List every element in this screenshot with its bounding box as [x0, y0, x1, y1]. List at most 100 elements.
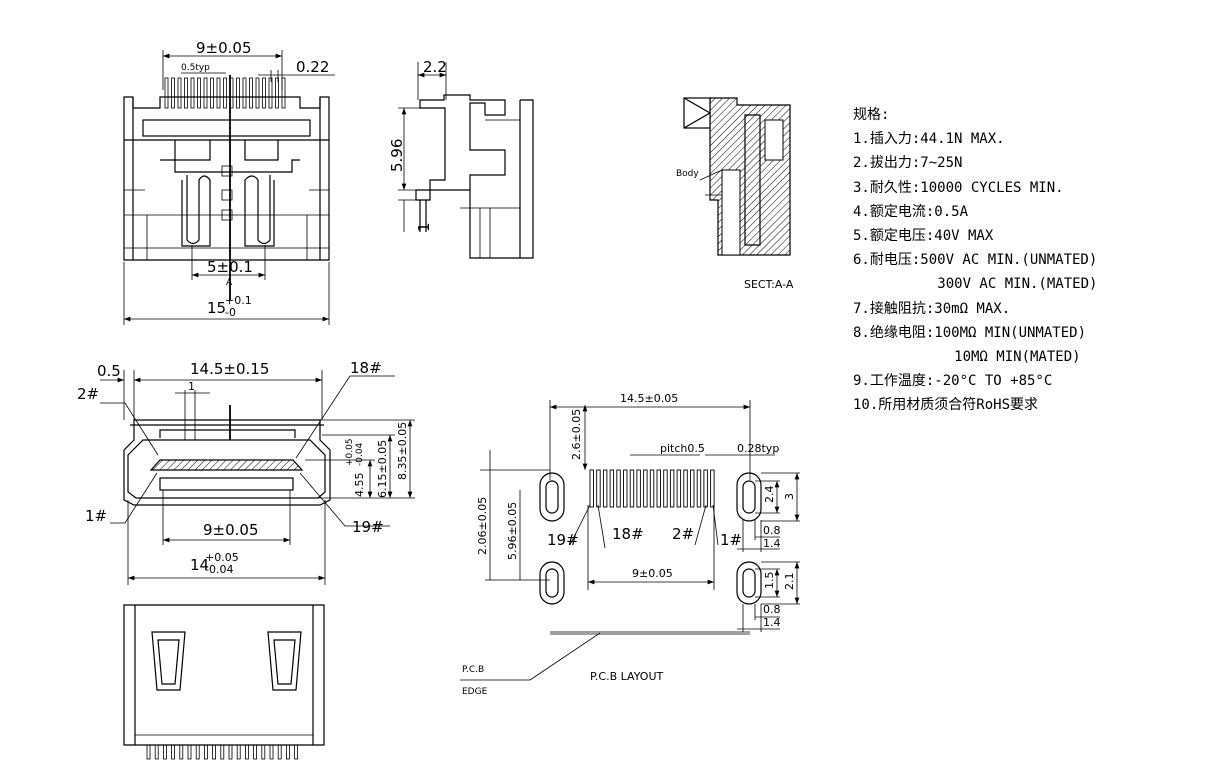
pcb-pad-row — [589, 469, 715, 508]
pcb-pad — [636, 469, 641, 508]
top-pin — [171, 77, 175, 109]
dim-top-lead-width: 0.22 — [296, 58, 329, 76]
pcb-caption: P.C.B LAYOUT — [590, 670, 664, 683]
bottom-pin — [236, 744, 241, 760]
pcb-pad — [676, 469, 682, 508]
pcb-layout: 14.5±0.05 pitch0.5 0.28typ 2.6±0.05 2.06… — [460, 392, 800, 697]
front-pin-18: 18# — [350, 359, 382, 377]
bottom-pin-row — [146, 744, 299, 760]
pcb-dim-24: 2.4 — [763, 486, 776, 504]
bottom-pin — [179, 744, 184, 760]
top-view: 9±0.05 0.5typ 0.22 — [123, 39, 335, 325]
dim-front-pin-span: 9±0.05 — [203, 521, 259, 539]
dim-front-base-tol-plus: +0.05 — [205, 551, 239, 564]
front-pin-19: 19# — [352, 518, 384, 536]
pcb-edge-top: P.C.B — [462, 665, 484, 675]
spec-line: 300V AC MIN.(MATED) — [853, 276, 1098, 293]
spec-line: 2.拔出力:7~25N — [853, 155, 963, 172]
dim-top-boss-span: 5±0.1 — [207, 258, 253, 276]
front-pin-2: 2# — [77, 385, 99, 403]
pcb-pad — [683, 469, 688, 508]
top-pin — [177, 77, 182, 109]
pcb-pad — [703, 469, 708, 508]
specification-list: 规格: 1.插入力:44.1N MAX. 2.拔出力:7~25N 3.耐久性:1… — [853, 103, 1097, 418]
dim-side-height: 5.96 — [388, 139, 406, 172]
pcb-pad — [690, 469, 695, 508]
pcb-dim-pitch: pitch0.5 — [660, 442, 705, 455]
dim-front-h1-tol-minus: -0.04 — [355, 442, 365, 466]
dim-front-h2: 6.15±0.05 — [376, 440, 389, 498]
dim-side-lead: 1 — [415, 222, 433, 232]
top-pin — [203, 77, 208, 109]
pcb-pin-2: 2# — [672, 525, 694, 543]
dim-top-pitch-span: 9±0.05 — [196, 39, 252, 57]
dim-front-opening: 14.5±0.15 — [190, 360, 269, 378]
top-pin — [190, 77, 195, 109]
spec-line: 3.耐久性:10000 CYCLES MIN. — [853, 179, 1064, 196]
pcb-dim-21: 2.1 — [783, 573, 796, 591]
spec-line: 4.额定电流:0.5A — [853, 203, 969, 220]
bottom-view — [123, 604, 325, 760]
pcb-dim-3: 3 — [783, 493, 796, 500]
top-pin — [236, 77, 240, 109]
spec-line: 9.工作温度:-20°C TO +85°C — [853, 373, 1053, 390]
pcb-pad — [623, 469, 628, 508]
front-view: 0.5 14.5±0.15 1 2# 18# 1# 19# 9±0.05 — [77, 359, 415, 585]
pcb-dim-15: 1.5 — [763, 572, 776, 590]
bottom-pin — [154, 744, 159, 760]
spec-line: 7.接触阻抗:30mΩ MAX. — [853, 300, 1011, 317]
top-pin — [210, 77, 214, 109]
top-pin — [268, 77, 273, 109]
dim-top-half-pitch: 0.5typ — [181, 63, 210, 73]
top-pin — [184, 77, 188, 109]
pcb-pad — [669, 469, 675, 508]
top-pin — [242, 77, 247, 109]
bottom-pin — [171, 744, 176, 760]
bottom-pin — [277, 744, 282, 760]
bottom-pin — [261, 744, 266, 760]
pcb-pad — [616, 469, 621, 508]
top-pin — [249, 77, 253, 109]
pcb-dim-top-gap: 2.6±0.05 — [570, 409, 583, 460]
bottom-pin — [294, 744, 299, 760]
top-pin-comb — [164, 77, 286, 109]
dim-side-top: 2.2 — [423, 58, 447, 76]
bottom-pin — [212, 744, 217, 760]
dim-front-h1-tol-plus: +0.05 — [345, 438, 355, 466]
spec-line: 6.耐电压:500V AC MIN.(UNMATED) — [853, 252, 1098, 269]
spec-line: 8.绝缘电阻:100MΩ MIN(UNMATED) — [853, 324, 1087, 341]
pcb-dim-08a: 0.8 — [763, 524, 781, 537]
pcb-pin-18: 18# — [612, 525, 644, 543]
pcb-pad — [649, 469, 655, 508]
bottom-pin — [244, 744, 249, 760]
bottom-pin — [146, 744, 151, 760]
spec-line: 10.所用材质须合符RoHS要求 — [853, 397, 1039, 414]
top-pin — [216, 77, 221, 109]
dim-top-width-tol-plus: +0.1 — [225, 294, 252, 307]
bottom-pin — [228, 744, 233, 760]
bottom-pin — [220, 744, 225, 760]
bottom-pin — [162, 744, 167, 760]
pcb-pad — [643, 469, 648, 508]
pcb-dim-pad-w: 0.28typ — [737, 442, 779, 455]
spec-title: 规格: — [853, 107, 890, 123]
bottom-pin — [203, 744, 208, 760]
pcb-dim-14a: 1.4 — [763, 537, 781, 550]
dim-front-base-width: 14 — [190, 556, 209, 574]
section-label-body: Body — [676, 169, 699, 179]
bottom-pin — [253, 744, 258, 760]
pcb-pad — [609, 469, 615, 508]
dim-front-base-tol-minus: -0.04 — [205, 563, 233, 576]
top-pin — [275, 77, 279, 109]
dim-top-width-tol-minus: -0 — [225, 306, 236, 319]
section-mark: A — [226, 278, 233, 288]
dim-top-width: 15 — [207, 299, 226, 317]
section-caption: SECT:A-A — [744, 278, 794, 291]
pcb-edge-bottom: EDGE — [462, 687, 488, 697]
pcb-dim-596: 5.96±0.05 — [506, 502, 519, 560]
spec-line: 5.额定电压:40V MAX — [853, 228, 994, 245]
pcb-pin-19: 19# — [547, 531, 579, 549]
side-view: 2.2 5.96 1 — [388, 58, 534, 259]
bottom-pin — [285, 744, 290, 760]
pcb-pad — [629, 469, 635, 508]
